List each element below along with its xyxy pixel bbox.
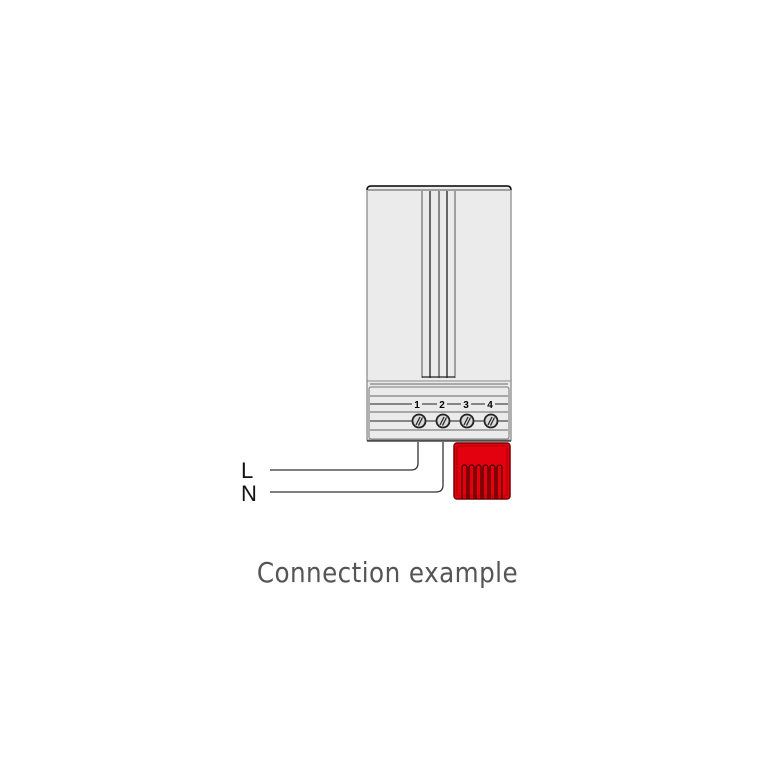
wire-label-N: N	[241, 481, 257, 506]
terminal-2-label: 2	[439, 400, 445, 411]
wire-N	[270, 442, 444, 493]
red-adjustment-knob	[453, 442, 511, 500]
screw-icon	[459, 413, 475, 429]
wire-L	[270, 442, 419, 471]
diagram-caption: Connection example	[256, 556, 519, 589]
screw-icon	[411, 413, 427, 429]
terminal-numbers: 1 2 3 4	[414, 400, 493, 411]
wire-label-L: L	[241, 458, 254, 483]
housing-separator	[367, 380, 511, 440]
terminal-1-label: 1	[414, 400, 420, 411]
terminal-3-label: 3	[463, 400, 469, 411]
screw-icon	[435, 413, 451, 429]
terminal-screws	[411, 413, 499, 429]
housing-ribs	[421, 191, 456, 378]
terminal-4-label: 4	[487, 400, 493, 411]
screw-icon	[483, 413, 499, 429]
